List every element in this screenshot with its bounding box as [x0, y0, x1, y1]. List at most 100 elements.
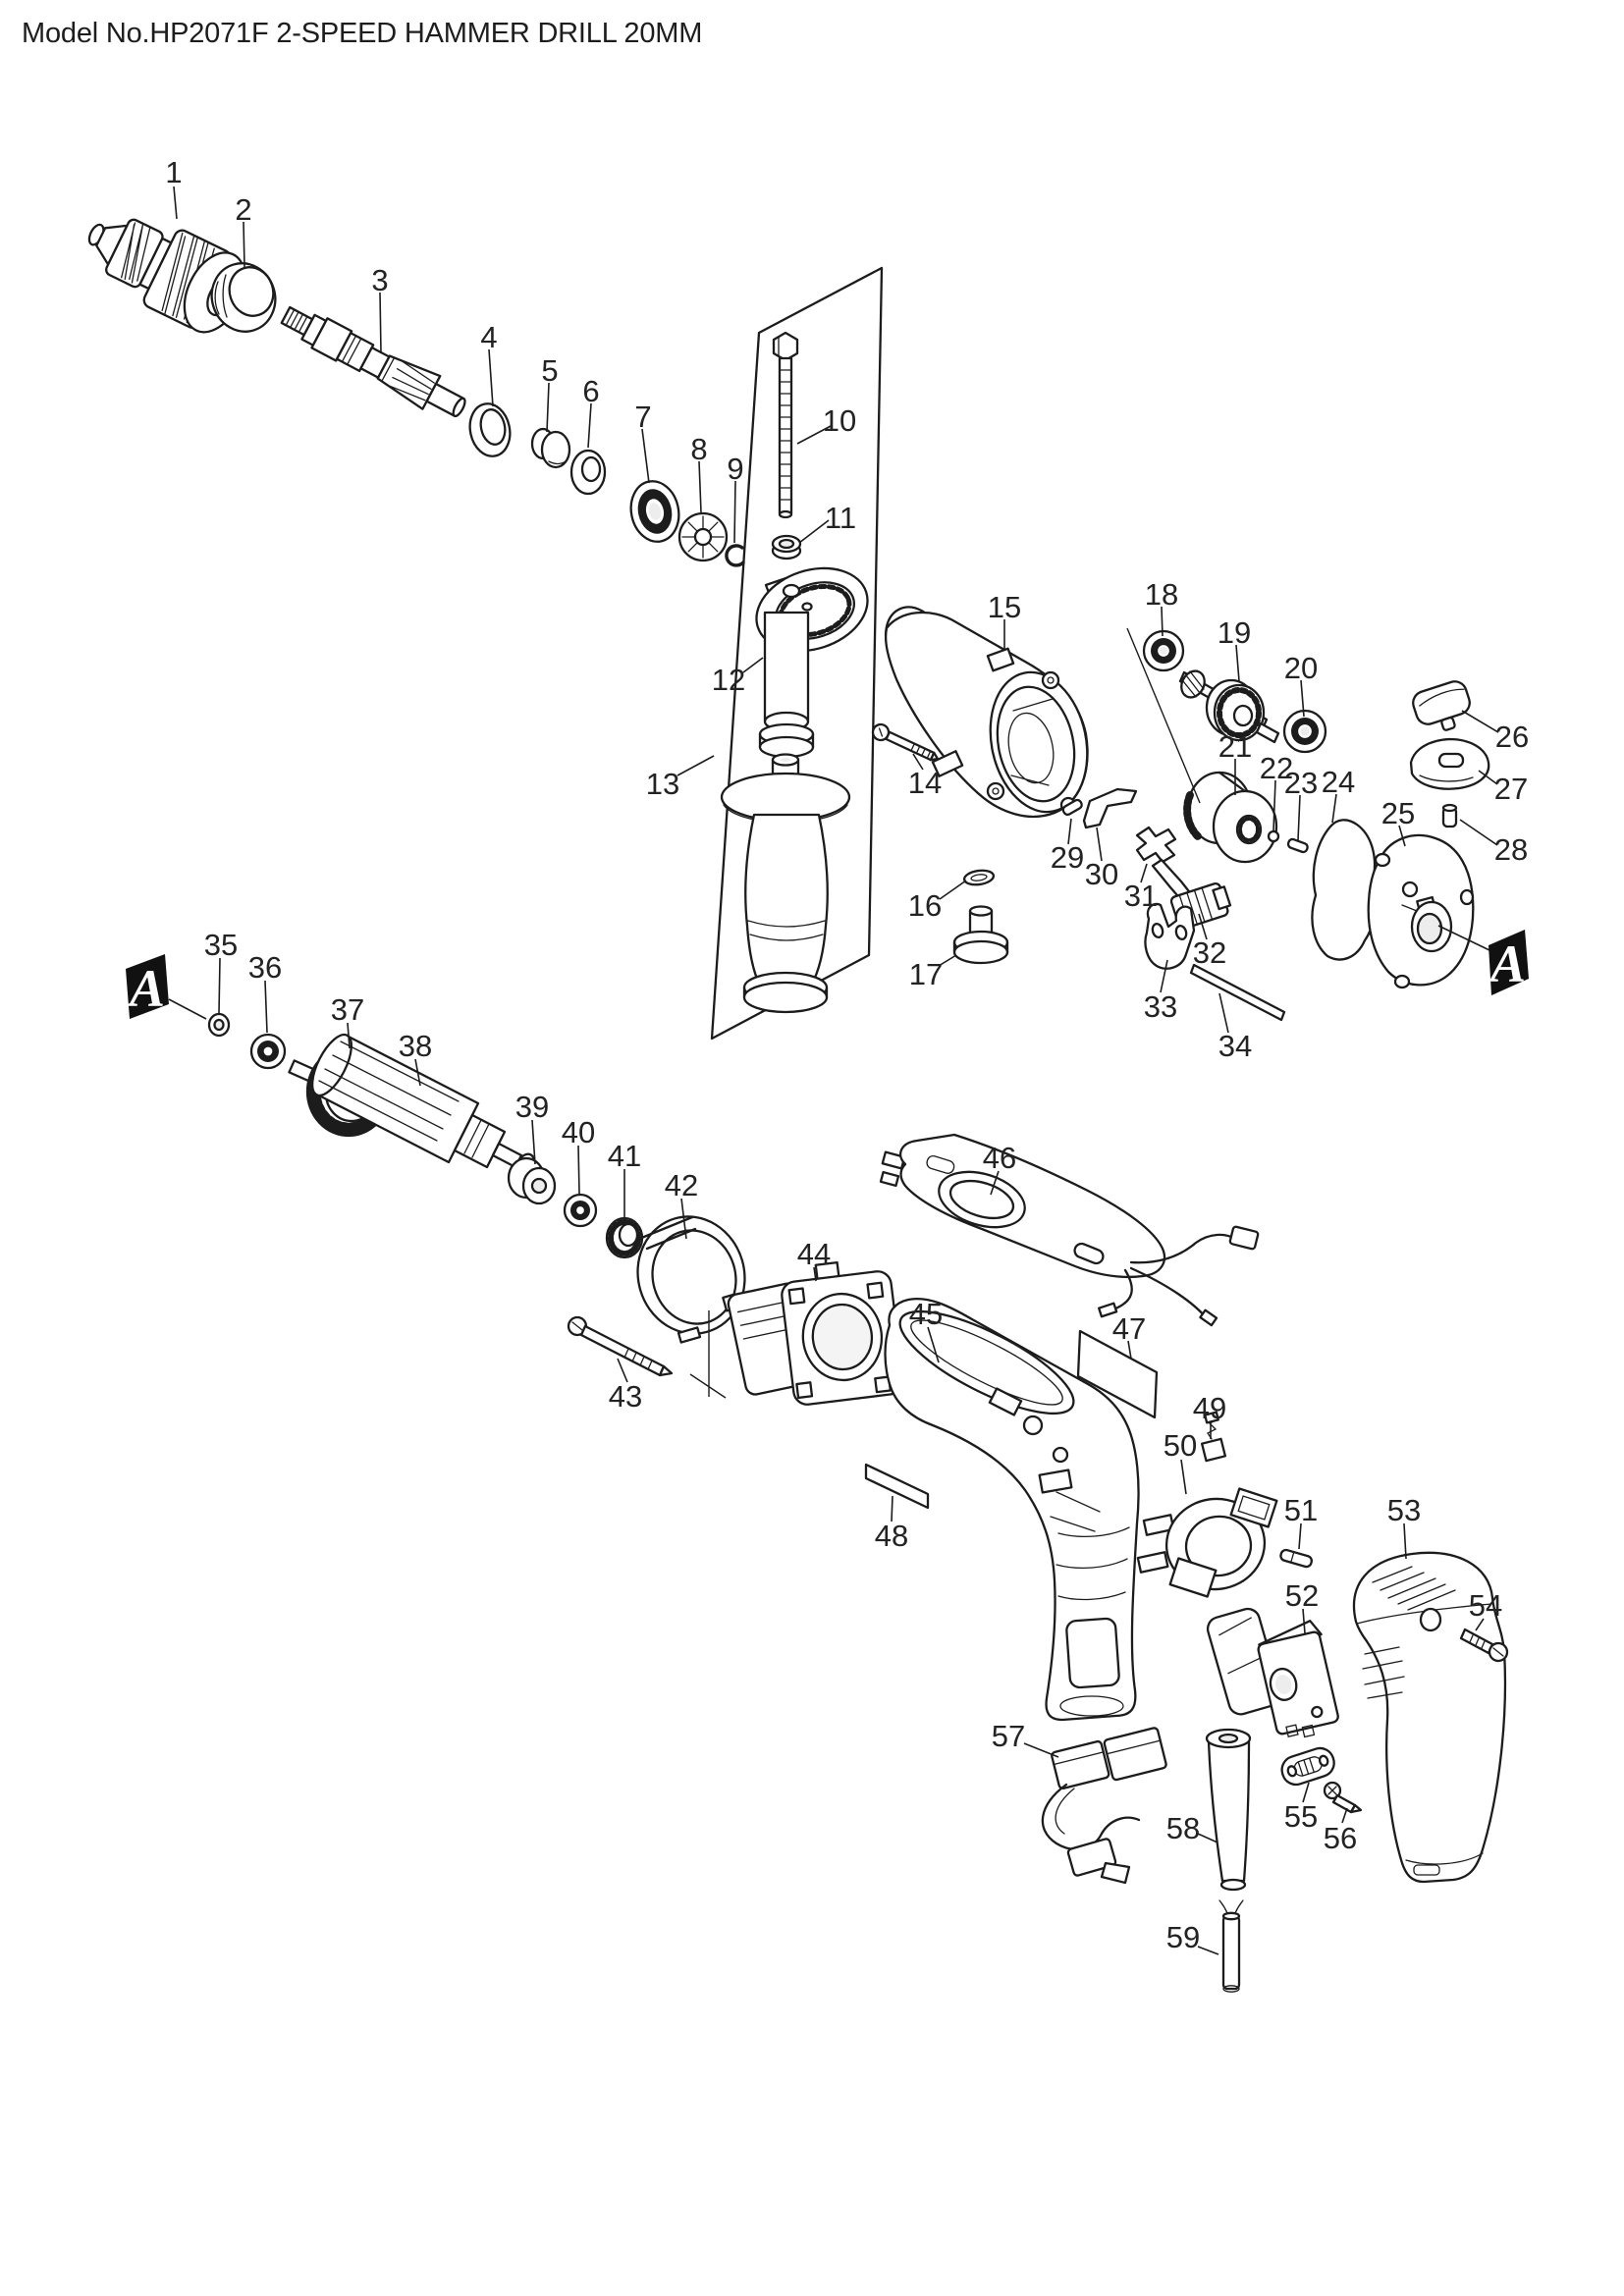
part-26-change-knob	[1412, 680, 1471, 731]
part-4-seal-ring	[468, 402, 512, 457]
part-number-label-52: 52	[1285, 1578, 1319, 1613]
part-11-nut	[771, 534, 802, 561]
part-number-label-48: 48	[875, 1519, 908, 1553]
leader-line-13	[677, 755, 715, 776]
leader-line-45	[927, 1326, 940, 1363]
part-19-gear-shaft	[1178, 669, 1280, 744]
part-number-label-32: 32	[1193, 935, 1226, 970]
part-number-label-15: 15	[988, 590, 1021, 624]
leader-line-14	[912, 753, 924, 771]
part-33-shift-fork	[1144, 902, 1196, 970]
part-2-chuck-collar	[210, 262, 277, 333]
leader-line-19	[1235, 644, 1240, 682]
part-number-label-42: 42	[665, 1168, 698, 1202]
part-number-label-9: 9	[727, 452, 743, 486]
part-number-label-25: 25	[1381, 796, 1415, 830]
part-number-label-6: 6	[582, 374, 599, 408]
leader-line-32	[1198, 913, 1208, 940]
part-15-gear-housing	[884, 606, 1089, 819]
leader-line-58	[1197, 1833, 1218, 1843]
part-number-label-33: 33	[1144, 989, 1177, 1024]
part-40-ball-bearing	[563, 1193, 598, 1228]
leader-line-57	[1023, 1742, 1059, 1758]
part-25-bearing-retainer-housing	[1367, 833, 1475, 989]
part-28-pin	[1441, 803, 1458, 828]
part-59-power-cord	[1218, 1899, 1244, 1993]
part-number-label-56: 56	[1324, 1821, 1357, 1855]
part-45-motor-housing	[884, 1298, 1140, 1722]
part-17-grip-base-cap	[952, 905, 1009, 965]
leader-line-54	[1475, 1618, 1485, 1631]
part-number-label-27: 27	[1494, 772, 1528, 806]
part-number-label-39: 39	[515, 1090, 549, 1124]
part-number-label-12: 12	[712, 663, 745, 697]
guide-lines-layer	[689, 627, 1201, 1399]
page-title: Model No.HP2071F 2-SPEED HAMMER DRILL 20…	[22, 18, 703, 49]
part-number-label-20: 20	[1284, 651, 1318, 685]
part-56-screw	[1323, 1781, 1363, 1814]
part-number-label-26: 26	[1495, 720, 1529, 754]
leader-line-24	[1331, 793, 1337, 824]
leader-line-17	[938, 954, 957, 967]
leader-line-25	[1398, 825, 1406, 847]
part-43-long-screw	[567, 1315, 674, 1377]
part-5-rubber-plug	[530, 427, 571, 469]
part-number-label-57: 57	[992, 1719, 1025, 1753]
part-51-pin	[1279, 1548, 1313, 1569]
part-number-label-41: 41	[608, 1139, 641, 1173]
part-55-cord-clip	[1280, 1746, 1335, 1787]
leader-line-52	[1302, 1608, 1306, 1634]
part-number-label-19: 19	[1218, 615, 1251, 650]
part-number-label-38: 38	[399, 1029, 432, 1063]
part-30-lock-lever	[1082, 787, 1138, 829]
leader-line-7	[641, 428, 650, 484]
part-number-label-29: 29	[1051, 840, 1084, 875]
part-number-label-54: 54	[1469, 1588, 1502, 1623]
part-16-o-ring	[962, 869, 996, 886]
part-8-bearing-retainer	[677, 511, 729, 562]
part-49-carbon-brush	[1200, 1411, 1227, 1463]
part-57-noise-suppressor	[1041, 1727, 1167, 1885]
leader-line-30	[1096, 827, 1103, 862]
leader-line-38	[414, 1058, 421, 1087]
leader-line-18	[1161, 606, 1164, 637]
part-34-rod	[1189, 963, 1286, 1022]
part-number-label-14: 14	[908, 766, 942, 800]
leader-line-31	[1140, 863, 1148, 883]
leader-line-9	[733, 480, 736, 544]
part-21-clutch-gear	[1183, 771, 1278, 864]
part-number-label-50: 50	[1164, 1428, 1197, 1463]
leader-line-1	[173, 186, 178, 220]
part-number-label-47: 47	[1112, 1311, 1146, 1346]
part-number-label-3: 3	[371, 263, 388, 297]
assembly-guide-line	[1126, 627, 1201, 804]
leader-line-10	[796, 425, 832, 445]
part-number-label-40: 40	[562, 1115, 595, 1149]
marker-leader-line	[1437, 925, 1490, 951]
part-58-strain-relief	[1205, 1728, 1252, 1892]
part-number-label-51: 51	[1284, 1493, 1318, 1527]
part-39-bearing-insulator	[507, 1156, 557, 1205]
part-41-needle-sleeve	[605, 1216, 644, 1259]
part-24-gasket	[1311, 819, 1377, 961]
leader-line-35	[218, 957, 221, 1014]
leader-line-53	[1403, 1522, 1407, 1560]
part-23-pin	[1286, 837, 1309, 854]
leader-line-55	[1302, 1782, 1310, 1803]
part-number-label-23: 23	[1284, 766, 1318, 800]
leader-line-11	[798, 519, 830, 544]
leader-line-16	[939, 880, 967, 900]
leader-line-5	[546, 382, 550, 433]
part-46-controller-cover	[879, 1133, 1260, 1327]
part-number-label-22: 22	[1260, 751, 1293, 785]
part-number-label-46: 46	[983, 1141, 1016, 1175]
part-number-label-2: 2	[235, 192, 251, 227]
leader-line-29	[1067, 818, 1072, 845]
leader-line-36	[264, 980, 268, 1034]
leader-line-48	[891, 1495, 893, 1522]
leader-line-43	[617, 1358, 628, 1383]
leader-line-50	[1180, 1459, 1187, 1495]
